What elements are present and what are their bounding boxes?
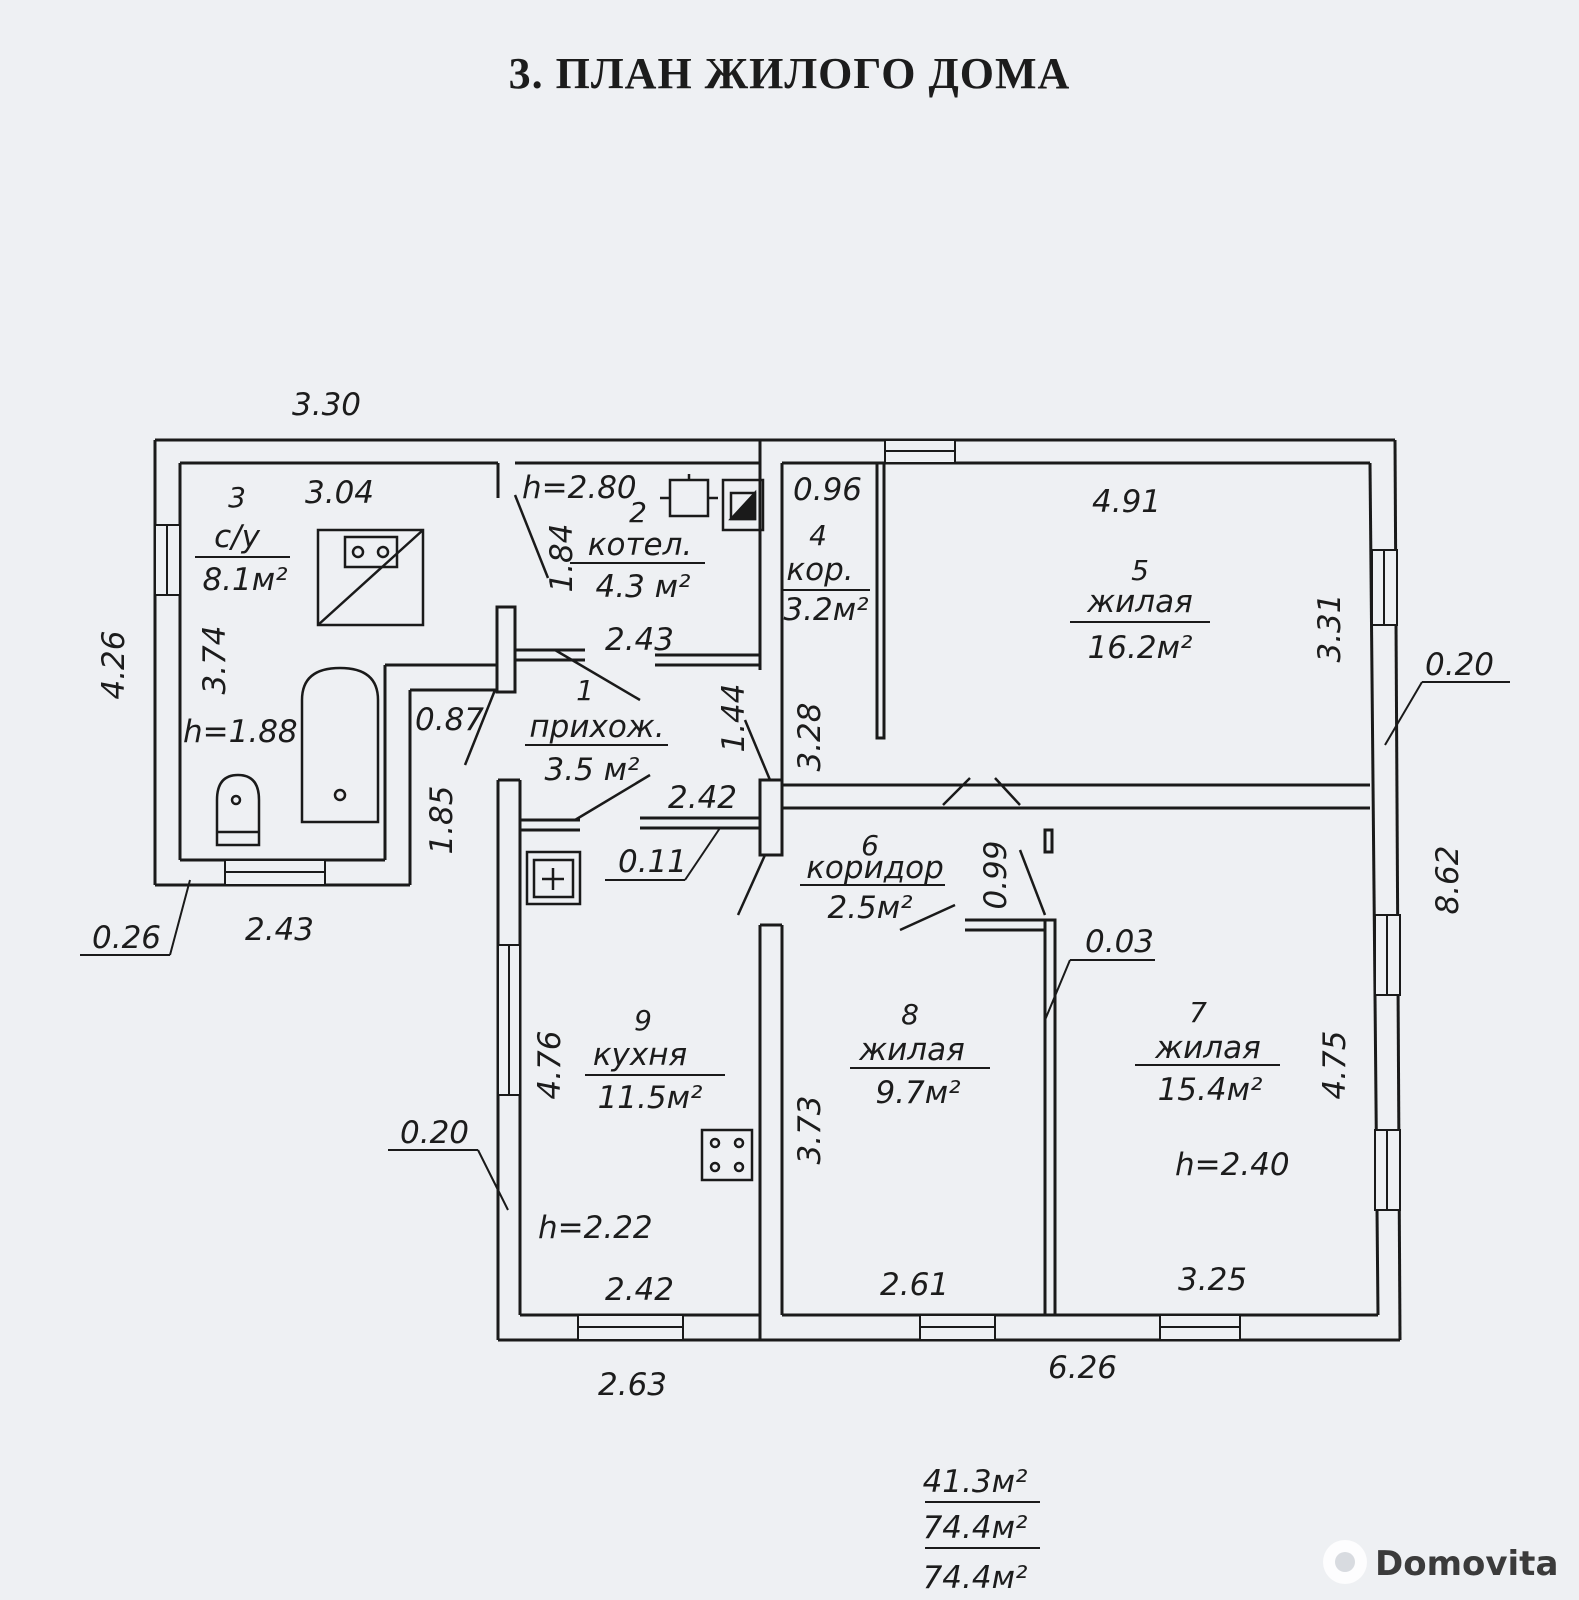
- door-swings: [463, 494, 1047, 932]
- dimension-label: 3.31: [1312, 593, 1348, 662]
- dimension-label: 2.42: [668, 780, 737, 816]
- room-number: 2: [629, 496, 647, 529]
- dimension-label: 3.28: [792, 702, 828, 771]
- stove-icon: [700, 1128, 754, 1182]
- dimension-label: 1.44: [716, 683, 752, 752]
- kitchen-sink-icon: [525, 850, 582, 906]
- dimension-label: 2.43: [605, 622, 674, 658]
- room-5: 5 жилая 16.2м²: [1086, 554, 1193, 666]
- dimension-label: 0.20: [1425, 647, 1494, 683]
- room-number: 6: [861, 829, 879, 862]
- room-4: 4 кор. 3.2м²: [783, 519, 868, 628]
- room-6: 6 коридор 2.5м²: [806, 829, 944, 926]
- dimension-label: 4.75: [1317, 1030, 1353, 1099]
- room-area: 15.4м²: [1158, 1072, 1263, 1108]
- height-label: h=1.88: [183, 714, 298, 750]
- room-1: 1 прихож. 3.5 м²: [529, 674, 664, 788]
- dimension-label: 3.73: [792, 1095, 828, 1164]
- room-name: жилая: [1154, 1030, 1261, 1066]
- room-number: 3: [228, 481, 246, 514]
- watermark-logo: Domovita: [1323, 1540, 1558, 1584]
- total-area: 74.4м²: [923, 1510, 1028, 1546]
- dimensions: 3.30 3.04 0.96 4.91 2.43 0.87 2.42 0.11 …: [92, 387, 1494, 1403]
- dimension-label: 2.63: [598, 1367, 667, 1403]
- room-number: 7: [1189, 996, 1207, 1029]
- room-name: прихож.: [529, 709, 664, 745]
- room-area: 2.5м²: [827, 890, 912, 926]
- fixtures: [215, 474, 765, 1182]
- walls: [153, 438, 1402, 1342]
- height-label: h=2.40: [1175, 1147, 1290, 1183]
- dimension-label: 0.20: [400, 1115, 469, 1151]
- dimension-label: 4.26: [96, 630, 132, 699]
- windows: [154, 439, 1401, 1341]
- dimension-label: 4.76: [532, 1030, 568, 1099]
- dimension-label: 0.26: [92, 920, 161, 956]
- dimension-label: 0.11: [618, 844, 687, 880]
- general-area: 74.4м²: [923, 1560, 1028, 1596]
- ceiling-heights: h=2.80 h=1.88 h=2.22 h=2.40: [183, 470, 1290, 1246]
- dimension-label: 6.26: [1048, 1350, 1117, 1386]
- room-3: 3 с/у 8.1м²: [202, 481, 287, 598]
- room-7: 7 жилая 15.4м²: [1154, 996, 1262, 1108]
- bathtub-icon: [300, 666, 380, 824]
- dimension-label: 3.04: [305, 475, 374, 511]
- dimension-label: 0.03: [1085, 924, 1154, 960]
- room-number: 9: [634, 1004, 652, 1037]
- room-labels: 3 с/у 8.1м² 2 котел. 4.3 м² 4 кор. 3.2м²…: [202, 481, 1262, 1116]
- dimension-label: 8.62: [1430, 845, 1466, 914]
- dimension-label: 1.85: [424, 785, 460, 854]
- room-area: 8.1м²: [202, 562, 287, 598]
- room-area: 9.7м²: [875, 1075, 960, 1111]
- room-8: 8 жилая 9.7м²: [858, 998, 965, 1111]
- room-number: 4: [809, 519, 827, 552]
- room-9: 9 кухня 11.5м²: [593, 1004, 703, 1116]
- watermark-text: Domovita: [1375, 1544, 1558, 1584]
- room-number: 5: [1131, 554, 1149, 587]
- dimension-label: 3.25: [1178, 1262, 1247, 1298]
- dimension-label: 3.74: [197, 625, 233, 694]
- room-name: жилая: [858, 1032, 965, 1068]
- room-name: жилая: [1086, 584, 1193, 620]
- room-area: 3.5 м²: [545, 752, 640, 788]
- bathroom-sink-icon: [316, 528, 425, 627]
- boiler-icon: [660, 474, 765, 532]
- room-area: 4.3 м²: [596, 569, 691, 605]
- room-area: 11.5м²: [598, 1080, 703, 1116]
- leader-lines: [80, 681, 1510, 1211]
- room-name: котел.: [588, 527, 693, 563]
- label-underlines: [195, 556, 1280, 1549]
- dimension-label: 4.91: [1092, 484, 1161, 520]
- room-number: 8: [901, 998, 919, 1031]
- height-label: h=2.80: [522, 470, 637, 506]
- dimension-label: 3.30: [292, 387, 361, 423]
- height-label: h=2.22: [538, 1210, 653, 1246]
- toilet-icon: [215, 773, 261, 847]
- room-name: с/у: [214, 519, 260, 555]
- room-number: 1: [576, 674, 594, 707]
- area-totals: 41.3м² 74.4м² 74.4м²: [923, 1464, 1028, 1596]
- page-title: 3. ПЛАН ЖИЛОГО ДОМА: [508, 49, 1071, 98]
- room-name: кор.: [786, 552, 853, 588]
- dimension-label: 1.84: [544, 523, 580, 592]
- dimension-label: 0.87: [415, 702, 484, 738]
- room-name: кухня: [593, 1037, 687, 1073]
- room-area: 3.2м²: [783, 592, 868, 628]
- room-name: коридор: [806, 850, 944, 886]
- room-area: 16.2м²: [1088, 630, 1193, 666]
- room-2: 2 котел. 4.3 м²: [588, 496, 693, 605]
- living-area-total: 41.3м²: [923, 1464, 1028, 1500]
- dimension-label: 0.99: [978, 840, 1014, 909]
- dimension-label: 0.96: [793, 472, 862, 508]
- dimension-label: 2.61: [880, 1267, 949, 1303]
- dimension-label: 2.42: [605, 1272, 674, 1308]
- dimension-label: 2.43: [245, 912, 314, 948]
